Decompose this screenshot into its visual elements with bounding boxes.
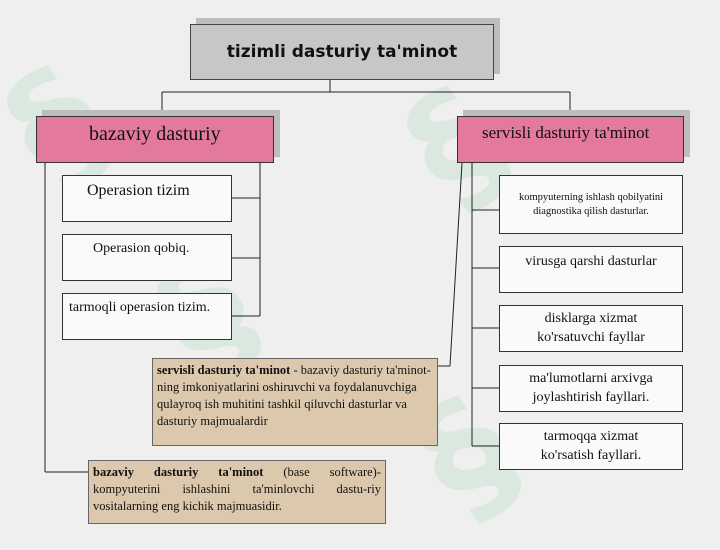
right-item-label: tarmoqqa xizmat ko'rsatish fayllari.	[540, 429, 642, 463]
left-item-label: tarmoqli operasion tizim.	[69, 300, 211, 315]
right-item-archive: ma'lumotlarni arxivga joylashtirish fayl…	[499, 365, 683, 412]
right-item-label: disklarga xizmat ko'rsatuvchi fayllar	[537, 311, 645, 345]
left-item-shell: Operasion qobiq.	[62, 234, 232, 281]
left-branch-head: bazaviy dasturiy	[36, 116, 274, 163]
right-item-label: kompyuterning ishlash qobilyatini diagno…	[518, 191, 664, 217]
left-item-label: Operasion tizim	[87, 182, 190, 199]
right-branch-head: servisli dasturiy ta'minot	[457, 116, 684, 163]
root-node-label: tizimli dasturiy ta'minot	[226, 42, 458, 62]
left-branch-title: bazaviy dasturiy	[89, 123, 221, 145]
right-branch-title: servisli dasturiy ta'minot	[482, 123, 650, 142]
right-item-label: ma'lumotlarni arxivga joylashtirish fayl…	[529, 371, 653, 405]
left-item-network-os: tarmoqli operasion tizim.	[62, 293, 232, 340]
note-text: - bazaviy dasturiy ta'minot-ning imkoniy…	[157, 363, 431, 428]
left-item-label: Operasion qobiq.	[93, 241, 190, 256]
connector-right-note	[449, 162, 463, 367]
right-item-antivirus: virusga qarshi dasturlar	[499, 246, 683, 293]
right-item-label: virusga qarshi dasturlar	[525, 254, 657, 269]
note-term: bazaviy dasturiy ta'minot	[93, 465, 264, 479]
note-text: (base software)- kompyuterini ishlashini…	[93, 465, 382, 513]
left-item-os: Operasion tizim	[62, 175, 232, 222]
right-item-disk-service: disklarga xizmat ko'rsatuvchi fayllar	[499, 305, 683, 352]
note-term: servisli dasturiy ta'minot	[157, 363, 291, 377]
servisli-definition-note: servisli dasturiy ta'minot - bazaviy das…	[152, 358, 438, 446]
right-item-network-service: tarmoqqa xizmat ko'rsatish fayllari.	[499, 423, 683, 470]
root-node: tizimli dasturiy ta'minot	[190, 24, 494, 80]
bazaviy-definition-note: bazaviy dasturiy ta'minot (base software…	[88, 460, 386, 524]
right-item-diagnostics: kompyuterning ishlash qobilyatini diagno…	[499, 175, 683, 234]
